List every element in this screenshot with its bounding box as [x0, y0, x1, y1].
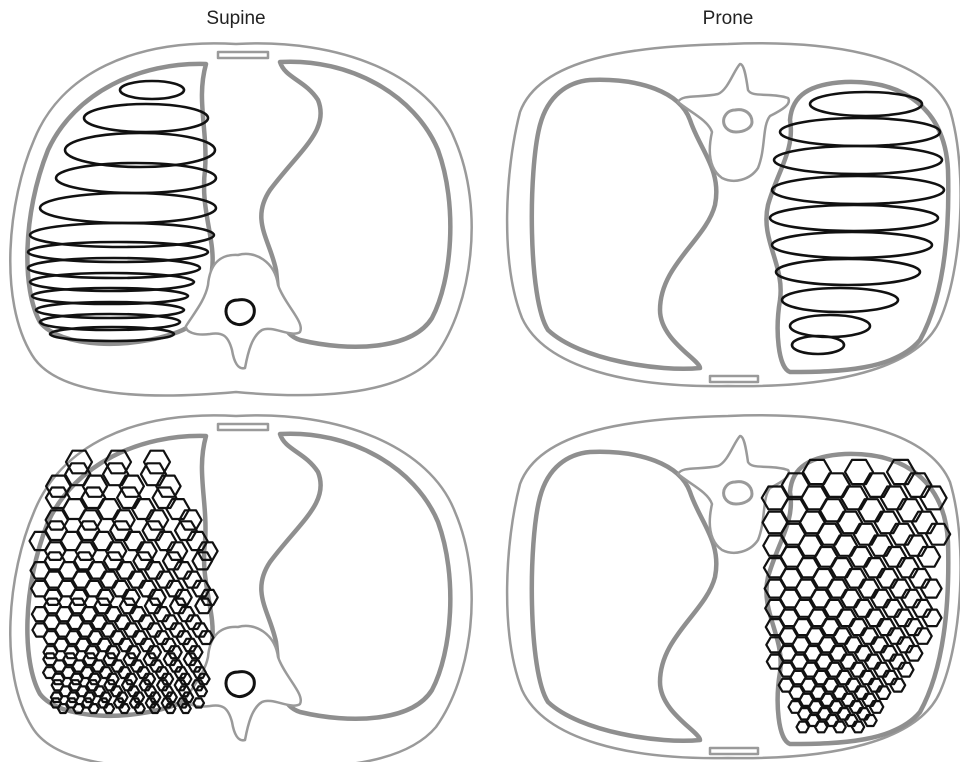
panel-supine-hexagons: [10, 415, 471, 762]
panel-prone-hexagons: [507, 415, 960, 758]
panel-supine-ellipses: [10, 43, 471, 395]
panel-prone-ellipses: [507, 43, 960, 386]
